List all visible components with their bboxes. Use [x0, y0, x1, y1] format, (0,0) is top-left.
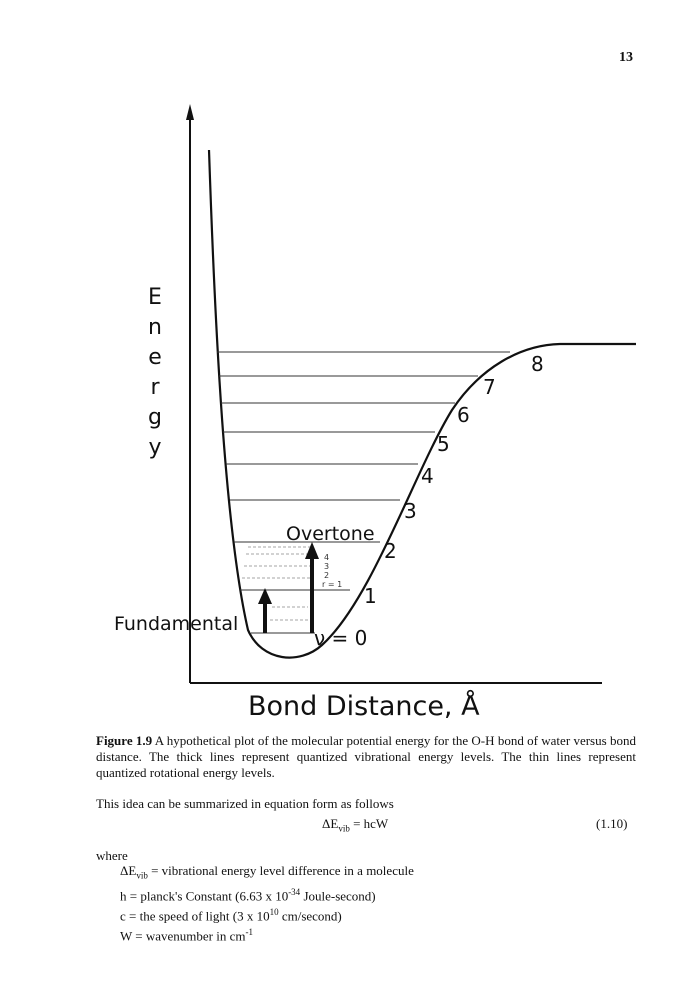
vibrational-level-lines	[217, 351, 510, 634]
definitions-list: ΔEvib = vibrational energy level differe…	[120, 863, 414, 945]
energy-letter: E	[148, 285, 162, 310]
rotational-label: 2	[324, 571, 329, 580]
equation: ΔEvib = hcW	[322, 816, 389, 834]
fundamental-arrow	[258, 588, 272, 633]
x-axis-label: Bond Distance, Å	[248, 690, 480, 720]
level-label-7: 7	[483, 375, 496, 399]
overtone-arrow	[305, 542, 319, 633]
level-label-8: 8	[531, 352, 544, 376]
y-axis-arrow-icon	[186, 104, 194, 120]
overtone-label: Overtone	[286, 523, 375, 545]
potential-energy-diagram: E n e r g y ν = 0 1 2 3 4 5 6 7 8 4 3 2 …	[114, 104, 636, 720]
body-intro: This idea can be summarized in equation …	[96, 796, 394, 811]
figure-label: Figure 1.9	[96, 733, 153, 748]
definition-item: c = the speed of light (3 x 1010 cm/seco…	[120, 906, 342, 924]
level-label-1: 1	[364, 584, 377, 608]
arrow-head-icon	[305, 542, 319, 559]
rotational-label: 4	[324, 553, 329, 562]
definition-item: W = wavenumber in cm-1	[120, 927, 253, 944]
rotational-label: 3	[324, 562, 329, 571]
level-label-5: 5	[437, 432, 450, 456]
figure-caption: Figure 1.9 A hypothetical plot of the mo…	[96, 733, 636, 781]
energy-letter: r	[150, 375, 160, 400]
potential-curve	[207, 149, 636, 659]
page-number: 13	[619, 50, 633, 65]
rotational-level-lines	[242, 546, 310, 621]
definition-item: h = planck's Constant (6.63 x 10-34 Joul…	[120, 886, 376, 903]
definition-item: ΔEvib = vibrational energy level differe…	[120, 863, 414, 881]
equation-number: (1.10)	[596, 816, 628, 831]
energy-letter: n	[148, 315, 162, 340]
energy-letter: e	[148, 345, 162, 370]
level-label-4: 4	[421, 464, 434, 488]
level-label-0: ν = 0	[314, 626, 367, 650]
level-label-6: 6	[457, 403, 470, 427]
energy-letter: g	[148, 405, 162, 430]
level-label-2: 2	[384, 539, 397, 563]
where-label: where	[96, 848, 128, 863]
level-label-3: 3	[404, 499, 417, 523]
energy-letter: y	[148, 435, 161, 460]
figure-caption-text: A hypothetical plot of the molecular pot…	[96, 733, 636, 780]
arrow-head-icon	[258, 588, 272, 604]
fundamental-label: Fundamental	[114, 613, 238, 635]
rotational-label: r = 1	[322, 580, 342, 589]
